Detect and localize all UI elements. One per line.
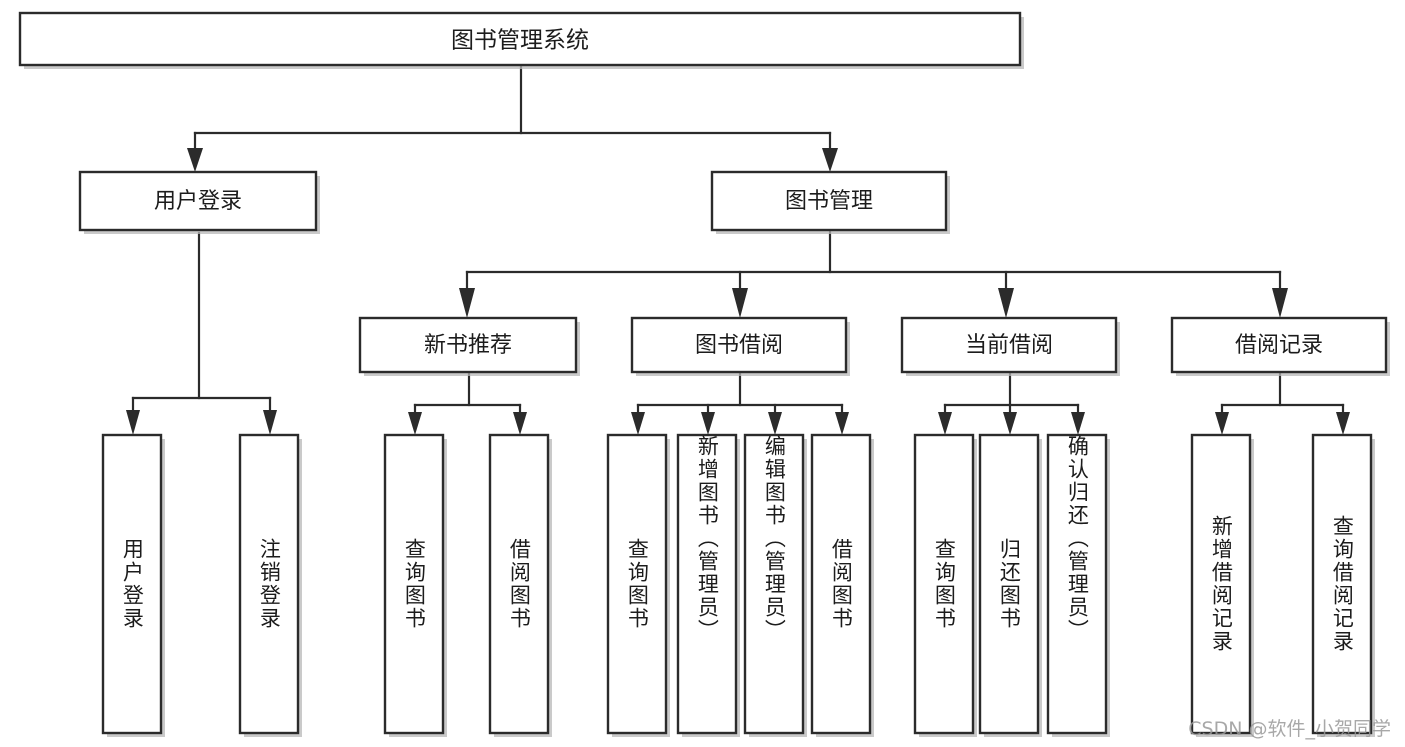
leaf-add-book-box[interactable]: [676, 433, 738, 735]
root-title-box: [18, 11, 1022, 67]
leaf-edit-book-box[interactable]: [743, 433, 805, 735]
connector-group: [126, 65, 1350, 435]
node-borrow-record[interactable]: 借阅记录: [1170, 316, 1390, 376]
current-borrow-box: [900, 316, 1118, 374]
arrowhead-to-user-login: [187, 148, 203, 172]
arrowhead-cb-leaf-1: [938, 412, 952, 435]
arrowhead-bb-leaf-3: [768, 412, 782, 435]
leaf-query-book-1-box[interactable]: [383, 433, 445, 735]
leaf-query-record-box[interactable]: [1311, 433, 1373, 735]
user-login-label: 用户登录: [154, 189, 242, 214]
arrowhead-cb-leaf-2: [1003, 412, 1017, 435]
arrowhead-nbr-leaf-2: [513, 412, 527, 435]
arrowhead-to-book-management: [822, 148, 838, 172]
arrowhead-br-leaf-2: [1336, 412, 1350, 435]
node-current-borrow[interactable]: 当前借阅: [900, 316, 1120, 376]
arrowhead-current-borrow: [998, 288, 1014, 318]
node-book-management[interactable]: 图书管理: [710, 170, 950, 234]
node-new-book-recommend[interactable]: 新书推荐: [358, 316, 580, 376]
leaf-borrow-book-2-box[interactable]: [810, 433, 872, 735]
leaf-query-book-2-box[interactable]: [606, 433, 668, 735]
borrow-record-box: [1170, 316, 1388, 374]
leaf-confirm-return-box[interactable]: [1046, 433, 1108, 735]
arrowhead-book-borrow: [732, 288, 748, 318]
arrowhead-borrow-record: [1272, 288, 1288, 318]
user-login-box: [78, 170, 318, 232]
arrowhead-cb-leaf-3: [1071, 412, 1085, 435]
arrowhead-nbr-leaf-1: [408, 412, 422, 435]
book-borrow-label: 图书借阅: [695, 333, 783, 358]
leaf-user-login-box[interactable]: [101, 433, 163, 735]
arrowhead-bb-leaf-4: [835, 412, 849, 435]
node-book-borrow[interactable]: 图书借阅: [630, 316, 850, 376]
root-title-label: 图书管理系统: [451, 28, 589, 54]
new-book-recommend-label: 新书推荐: [424, 333, 512, 358]
arrowhead-bb-leaf-2: [701, 412, 715, 435]
book-borrow-box: [630, 316, 848, 374]
leaf-borrow-book-1-box[interactable]: [488, 433, 550, 735]
current-borrow-label: 当前借阅: [965, 333, 1053, 358]
node-user-login[interactable]: 用户登录: [78, 170, 320, 234]
book-management-label: 图书管理: [785, 189, 873, 214]
leaf-add-record-box[interactable]: [1190, 433, 1252, 735]
leaf-return-book-box[interactable]: [978, 433, 1040, 735]
book-management-box: [710, 170, 948, 232]
arrowhead-br-leaf-1: [1215, 412, 1229, 435]
leaf-boxes-group: [101, 433, 1375, 737]
arrowhead-leaf-logout-login: [263, 410, 277, 435]
arrowhead-new-book-recommend: [459, 288, 475, 318]
arrowhead-bb-leaf-1: [631, 412, 645, 435]
borrow-record-label: 借阅记录: [1235, 333, 1323, 358]
new-book-recommend-box: [358, 316, 578, 374]
arrowhead-leaf-user-login: [126, 410, 140, 435]
leaf-query-book-3-box[interactable]: [913, 433, 975, 735]
node-root-title[interactable]: 图书管理系统: [18, 11, 1024, 69]
leaf-logout-login-box[interactable]: [238, 433, 300, 735]
